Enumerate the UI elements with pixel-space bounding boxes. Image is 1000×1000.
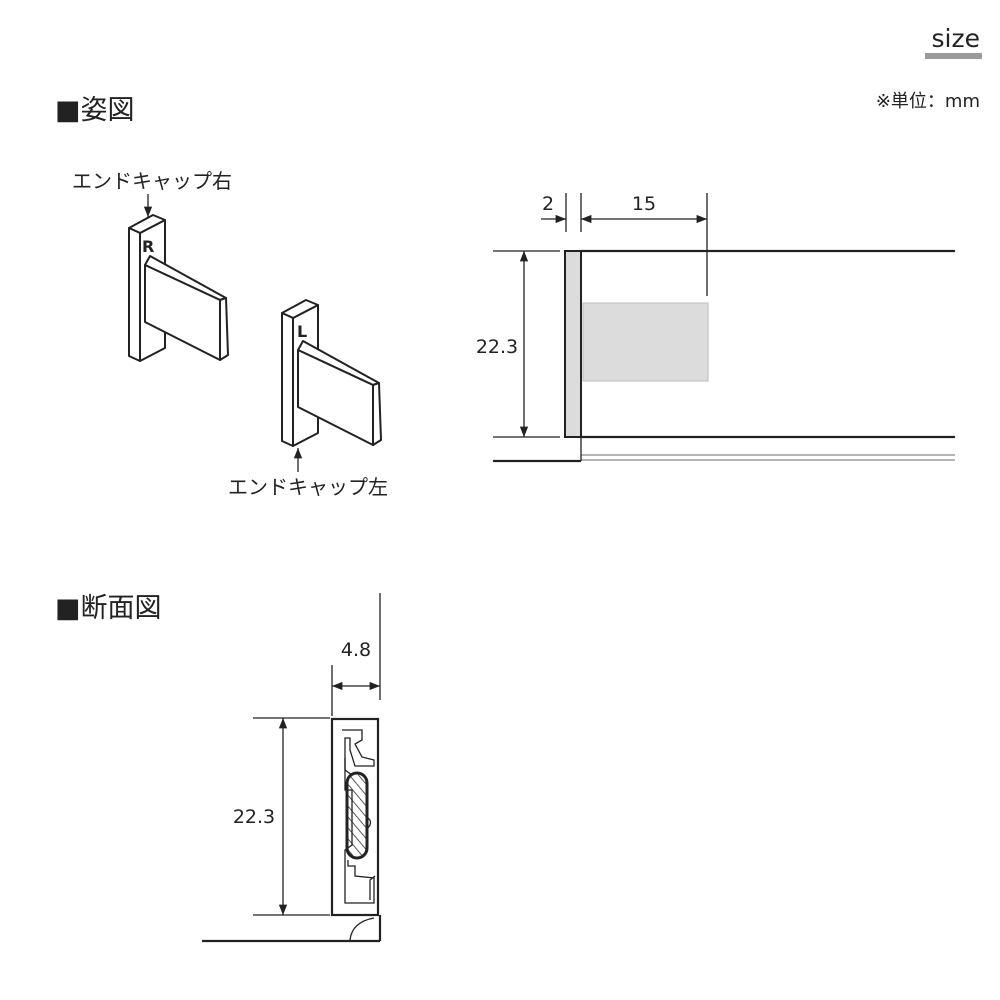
dim-cap-thickness: 2 — [542, 193, 554, 215]
end-cap-right-drawing: R — [128, 214, 229, 362]
cross-section-drawing: 4.8 22.3 — [202, 593, 382, 943]
end-cap-left-drawing: L — [281, 299, 382, 447]
view-section-title: ■姿図 — [55, 95, 135, 126]
right-cap-label: エンドキャップ右 — [72, 169, 232, 193]
size-label: size — [932, 24, 980, 53]
cross-section-title: ■断面図 — [55, 593, 162, 624]
dim-height: 22.3 — [476, 336, 518, 358]
dim-width: 4.8 — [341, 639, 371, 661]
right-mark: R — [142, 237, 154, 256]
unit-note: ※単位：mm — [876, 91, 980, 112]
side-view-drawing: 2 15 22.3 — [476, 193, 955, 463]
dim-insert-length: 15 — [632, 193, 656, 215]
left-cap-label: エンドキャップ左 — [228, 475, 388, 499]
size-underline — [925, 53, 982, 59]
dim-section-height: 22.3 — [233, 806, 275, 828]
left-mark: L — [297, 322, 307, 341]
